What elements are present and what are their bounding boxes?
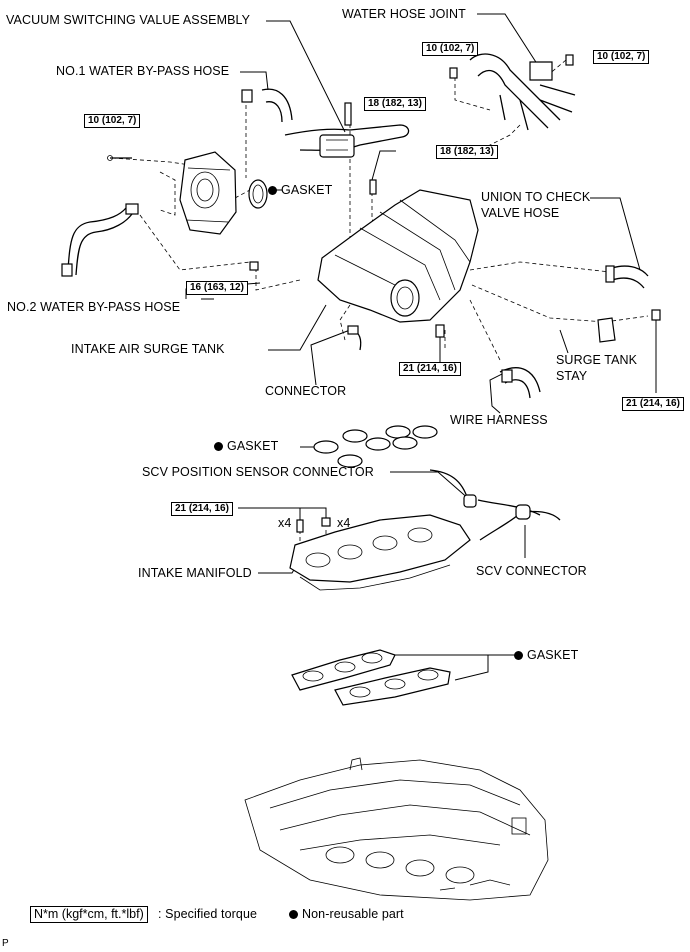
no1-water-bypass-hose-label: NO.1 WATER BY-PASS HOSE	[56, 64, 230, 78]
torque-water-joint-left: 10 (102, 7)	[422, 42, 479, 56]
torque-manifold: 21 (214, 16)	[171, 502, 233, 516]
union-to-check-valve-hose-label-2: VALVE HOSE	[481, 206, 560, 220]
gasket-throttle-drawing	[248, 179, 268, 209]
no2-water-bypass-hose-label: NO.2 WATER BY-PASS HOSE	[7, 300, 181, 314]
legend-torque-desc: : Specified torque	[158, 907, 258, 921]
intake-manifold-label: INTAKE MANIFOLD	[138, 566, 252, 580]
legend-torque-unit: N*m (kgf*cm, ft.*lbf)	[30, 906, 148, 923]
scv-connector-drawing	[479, 504, 561, 541]
torque-surge-tank-lower: 21 (214, 16)	[399, 362, 461, 376]
bolt-quantity-label: x4	[278, 516, 292, 530]
union-hose-drawing	[605, 265, 649, 289]
leader-lines	[185, 13, 657, 681]
intake-air-surge-tank-label: INTAKE AIR SURGE TANK	[71, 342, 225, 356]
vacuum-switching-valve-label: VACUUM SWITCHING VALUE ASSEMBLY	[6, 13, 251, 27]
engine-block-drawing	[244, 757, 549, 901]
legend-nonreusable-text: Non-reusable part	[302, 907, 404, 921]
union-to-check-valve-hose-label-1: UNION TO CHECK	[481, 190, 591, 204]
surge-tank-stay-label-1: SURGE TANK	[556, 353, 638, 367]
torque-throttle-body: 10 (102, 7)	[84, 114, 141, 128]
non-reusable-mark-icon	[514, 651, 523, 660]
scv-position-sensor-connector-label: SCV POSITION SENSOR CONNECTOR	[142, 465, 374, 479]
legend-nonreusable: Non-reusable part	[289, 907, 404, 922]
surge-tank-stay-label-2: STAY	[556, 369, 588, 383]
assembly-dashed-lines	[111, 59, 649, 560]
non-reusable-mark-icon	[268, 186, 277, 195]
non-reusable-mark-icon	[214, 442, 223, 451]
torque-vsv-bolt: 18 (182, 13)	[364, 97, 426, 111]
torque-surge-tank-nut: 16 (163, 12)	[186, 281, 248, 295]
water-hose-joint-label: WATER HOSE JOINT	[342, 7, 466, 21]
scv-connector-label: SCV CONNECTOR	[476, 564, 587, 578]
torque-surge-tank-bolt: 18 (182, 13)	[436, 145, 498, 159]
scv-position-sensor-connector-drawing	[429, 469, 541, 516]
water-hose-joint-drawing	[449, 53, 576, 131]
wire-harness-label: WIRE HARNESS	[450, 413, 548, 427]
throttle-body-drawing	[107, 151, 237, 235]
non-reusable-mark-icon	[289, 910, 298, 919]
vsv-drawing	[284, 102, 410, 158]
surge-tank-drawing	[249, 179, 479, 323]
gasket-manifold-label: GASKET	[514, 648, 578, 663]
no1-water-hose-drawing	[241, 88, 293, 123]
connector-label: CONNECTOR	[265, 384, 347, 398]
gasket-surge-tank-text: GASKET	[227, 439, 279, 453]
gasket-throttle-label: GASKET	[268, 183, 332, 198]
gasket-manifold-text: GASKET	[527, 648, 579, 662]
torque-water-joint-right: 10 (102, 7)	[593, 50, 650, 64]
wire-harness-drawing	[435, 324, 541, 399]
gasket-throttle-text: GASKET	[281, 183, 333, 197]
manifold-gasket-drawing	[291, 649, 451, 706]
torque-stay-bolt: 21 (214, 16)	[622, 397, 684, 411]
surge-tank-stay-drawing	[597, 309, 661, 343]
surge-gasket-drawing	[313, 425, 438, 468]
nut-quantity-label: x4	[337, 516, 351, 530]
gasket-surge-tank-label: GASKET	[214, 439, 278, 454]
intake-manifold-drawing	[289, 514, 471, 591]
surge-connector-drawing	[347, 325, 362, 351]
corner-mark: P	[2, 938, 9, 949]
no2-water-hose-drawing	[61, 203, 139, 277]
